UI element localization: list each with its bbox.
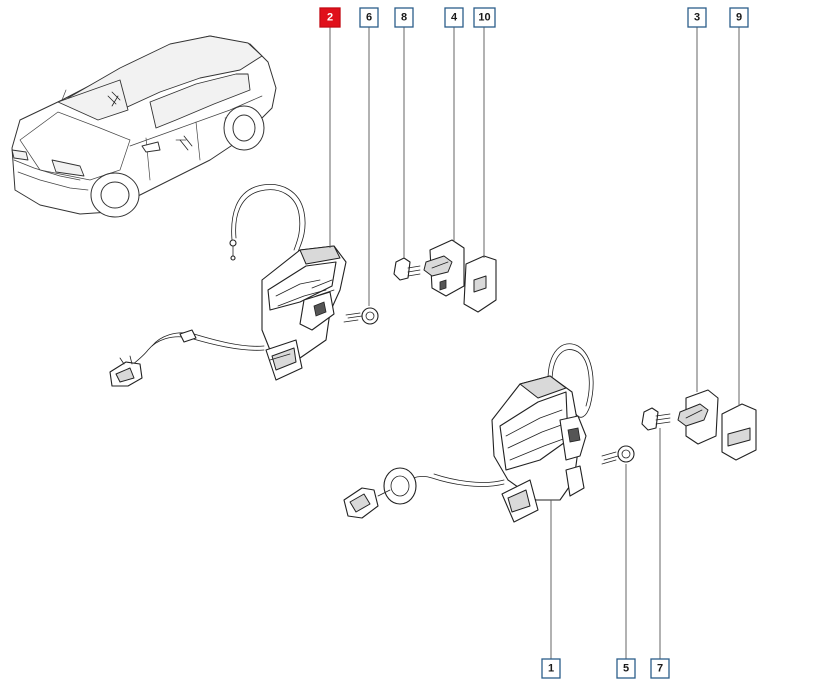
callout-4[interactable]: 4 <box>444 7 464 28</box>
front-striker-assembly[interactable] <box>393 239 497 313</box>
callout-5-box[interactable] <box>616 658 636 679</box>
callout-6-box[interactable] <box>359 7 379 28</box>
callout-6[interactable]: 6 <box>359 7 379 28</box>
callout-1[interactable]: 1 <box>541 658 561 679</box>
front-door-lock-mechanism[interactable] <box>109 184 379 387</box>
callout-5[interactable]: 5 <box>616 658 636 679</box>
leader-lines <box>329 27 740 659</box>
callout-7[interactable]: 7 <box>650 658 670 679</box>
callout-9-box[interactable] <box>729 7 749 28</box>
car-overview-illustration <box>11 35 277 218</box>
callout-3[interactable]: 3 <box>687 7 707 28</box>
callout-8-box[interactable] <box>394 7 414 28</box>
callout-8[interactable]: 8 <box>394 7 414 28</box>
callout-10-box[interactable] <box>473 7 496 28</box>
callout-1-box[interactable] <box>541 658 561 679</box>
rear-striker-assembly[interactable] <box>641 389 757 461</box>
callout-10[interactable]: 10 <box>473 7 496 28</box>
callout-3-box[interactable] <box>687 7 707 28</box>
callout-7-box[interactable] <box>650 658 670 679</box>
rear-door-lock-mechanism[interactable] <box>343 343 635 523</box>
callout-2[interactable]: 2 <box>319 7 341 28</box>
callout-2-box[interactable] <box>319 7 341 28</box>
callout-4-box[interactable] <box>444 7 464 28</box>
callout-9[interactable]: 9 <box>729 7 749 28</box>
